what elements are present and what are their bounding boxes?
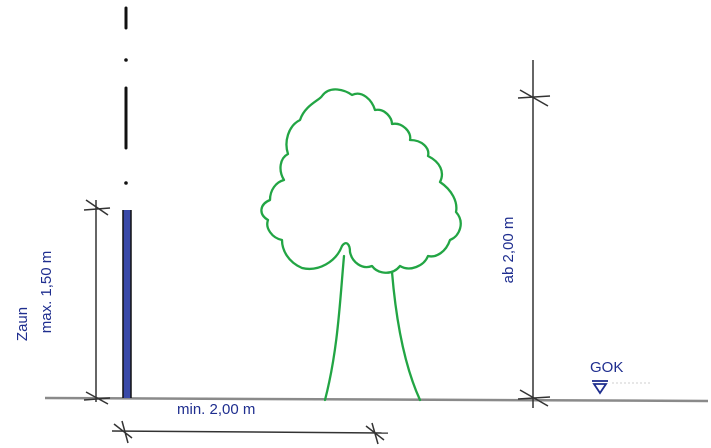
- ground-level-triangle-icon: [592, 380, 650, 395]
- fence-post: [122, 210, 132, 398]
- tree-height-label: ab 2,00 m: [500, 217, 517, 284]
- fence-height-label: max. 1,50 m: [38, 251, 55, 334]
- fence-title-label: Zaun: [14, 307, 31, 341]
- distance-dimension: [111, 420, 389, 445]
- ground-level-label: GOK: [590, 359, 623, 376]
- tree-trunk: [323, 254, 422, 402]
- tree-height-dimension: [517, 60, 551, 408]
- tree-crown: [260, 88, 462, 274]
- distance-label: min. 2,00 m: [177, 401, 255, 418]
- fence-height-dimension: [83, 199, 111, 405]
- ground-line: [44, 396, 709, 403]
- property-boundary-line: [124, 6, 128, 185]
